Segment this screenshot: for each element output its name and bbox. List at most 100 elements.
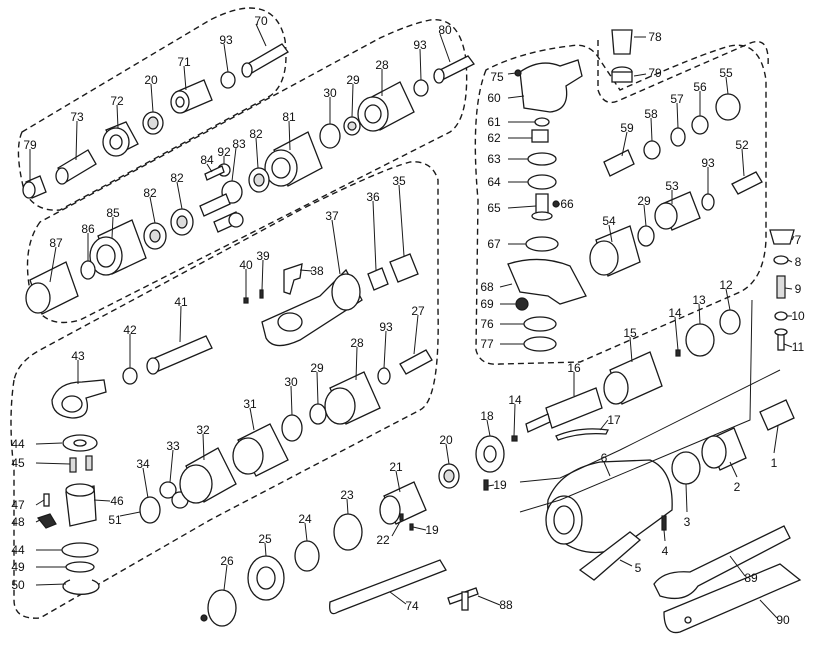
outline-angle-head-group bbox=[474, 44, 767, 365]
callout-p10: 10 bbox=[791, 309, 805, 323]
part-bearing-plate-18 bbox=[475, 435, 505, 473]
part-bearing-82c bbox=[143, 222, 167, 250]
callout-p74: 74 bbox=[405, 599, 419, 613]
part-washer-30a bbox=[319, 123, 341, 149]
part-pins-39-40 bbox=[243, 289, 264, 304]
part-cylinder-15 bbox=[603, 351, 663, 405]
part-air-inlet-1 bbox=[759, 399, 795, 431]
callout-p2: 2 bbox=[734, 480, 741, 494]
part-bearing-29b bbox=[309, 403, 327, 425]
outline-angle-inner bbox=[597, 40, 769, 104]
part-ratchet-head-37 bbox=[261, 268, 363, 347]
part-ring-gear-81 bbox=[264, 131, 323, 187]
part-rotor-16 bbox=[525, 387, 603, 433]
callout-p83: 83 bbox=[232, 137, 246, 151]
callout-p9: 9 bbox=[795, 282, 802, 296]
part-end-plate-12 bbox=[719, 309, 741, 335]
part-nut-79b bbox=[611, 66, 633, 83]
part-pin-19a bbox=[483, 479, 489, 491]
part-washer-49 bbox=[65, 561, 95, 573]
part-screw-69 bbox=[515, 297, 529, 311]
callout-p66: 66 bbox=[560, 197, 574, 211]
part-bearing-29a bbox=[343, 116, 361, 136]
part-end-plate-13 bbox=[685, 323, 715, 357]
part-pawl-38 bbox=[283, 263, 303, 295]
callout-p76: 76 bbox=[480, 317, 494, 331]
part-cap-7 bbox=[769, 229, 795, 245]
part-snap-ring-50 bbox=[62, 579, 100, 595]
part-nut-72 bbox=[102, 121, 139, 157]
callout-p17: 17 bbox=[607, 413, 621, 427]
callout-p75: 75 bbox=[490, 70, 504, 84]
part-valve-11 bbox=[774, 328, 788, 351]
part-o-ring-93b bbox=[413, 79, 429, 97]
callout-p3: 3 bbox=[684, 515, 691, 529]
callout-p62: 62 bbox=[487, 131, 501, 145]
part-ring-23 bbox=[333, 513, 363, 551]
part-housing-28a bbox=[357, 81, 415, 132]
callout-p22: 22 bbox=[376, 533, 390, 547]
callout-p61: 61 bbox=[487, 115, 501, 129]
part-end-cap-2 bbox=[701, 427, 747, 471]
callout-p88: 88 bbox=[499, 598, 513, 612]
part-gears-92-84 bbox=[204, 163, 244, 228]
part-pin-14a bbox=[675, 349, 681, 357]
callout-p67: 67 bbox=[487, 237, 501, 251]
part-ring-57 bbox=[670, 127, 686, 147]
callout-p90: 90 bbox=[776, 613, 790, 627]
callout-p51: 51 bbox=[108, 513, 122, 527]
part-pin-47 bbox=[43, 493, 50, 507]
part-spindle-80 bbox=[433, 55, 475, 84]
part-nut-42 bbox=[122, 367, 138, 385]
part-bearing-67 bbox=[525, 236, 559, 252]
part-bushing-36 bbox=[367, 267, 389, 291]
part-o-ring-3 bbox=[671, 451, 701, 485]
part-o-ring-93d bbox=[701, 193, 715, 211]
part-chuck-housing-85 bbox=[89, 219, 147, 276]
callout-p11: 11 bbox=[792, 340, 805, 354]
part-guard-68 bbox=[507, 258, 587, 305]
part-carrier-34 bbox=[139, 496, 161, 524]
part-shaft-59 bbox=[603, 149, 635, 177]
outline-drill-group bbox=[26, 19, 468, 324]
part-shaft-52 bbox=[731, 171, 763, 195]
part-washer-86 bbox=[80, 260, 96, 280]
part-lever-5 bbox=[578, 531, 642, 581]
callout-p19b: 19 bbox=[425, 523, 439, 537]
part-threaded-adapter-73 bbox=[55, 149, 97, 185]
part-washer-30b bbox=[281, 414, 303, 442]
callout-p4: 4 bbox=[662, 544, 669, 558]
part-bearing-20a bbox=[142, 111, 164, 135]
part-bearing-56 bbox=[691, 115, 709, 135]
part-vanes-17 bbox=[555, 428, 609, 441]
part-bit-holder-79a bbox=[22, 175, 47, 199]
part-washer-44b bbox=[61, 542, 99, 558]
part-clip-48 bbox=[36, 513, 57, 529]
part-drill-chuck-87 bbox=[25, 261, 79, 315]
part-anvil-46 bbox=[65, 483, 97, 527]
callout-p78: 78 bbox=[648, 30, 662, 44]
part-wrench-74 bbox=[329, 559, 447, 615]
part-bearing-63 bbox=[527, 152, 557, 166]
leader-lines bbox=[29, 23, 795, 619]
part-housing-28b bbox=[324, 371, 381, 425]
callout-p64: 64 bbox=[487, 175, 501, 189]
outline-ratchet-group bbox=[10, 161, 439, 619]
part-chuck-key-88 bbox=[447, 587, 479, 611]
part-ball-26 bbox=[200, 614, 208, 622]
part-angle-head-60 bbox=[514, 59, 583, 113]
callout-p7: 7 bbox=[795, 233, 802, 247]
part-spring-9 bbox=[776, 275, 786, 299]
part-nut-62 bbox=[531, 129, 549, 143]
callout-p1: 1 bbox=[771, 456, 778, 470]
part-springs-45 bbox=[69, 455, 93, 473]
part-adapter-shaft-70 bbox=[241, 43, 289, 78]
part-ring-gear-31 bbox=[232, 423, 289, 477]
part-ring-55 bbox=[715, 93, 741, 121]
part-o-ring-93a bbox=[220, 71, 236, 89]
part-wrench-89 bbox=[653, 525, 791, 600]
part-bearing-29c bbox=[637, 225, 655, 247]
part-ring-61 bbox=[534, 117, 550, 127]
part-bearing-82b bbox=[170, 208, 194, 236]
